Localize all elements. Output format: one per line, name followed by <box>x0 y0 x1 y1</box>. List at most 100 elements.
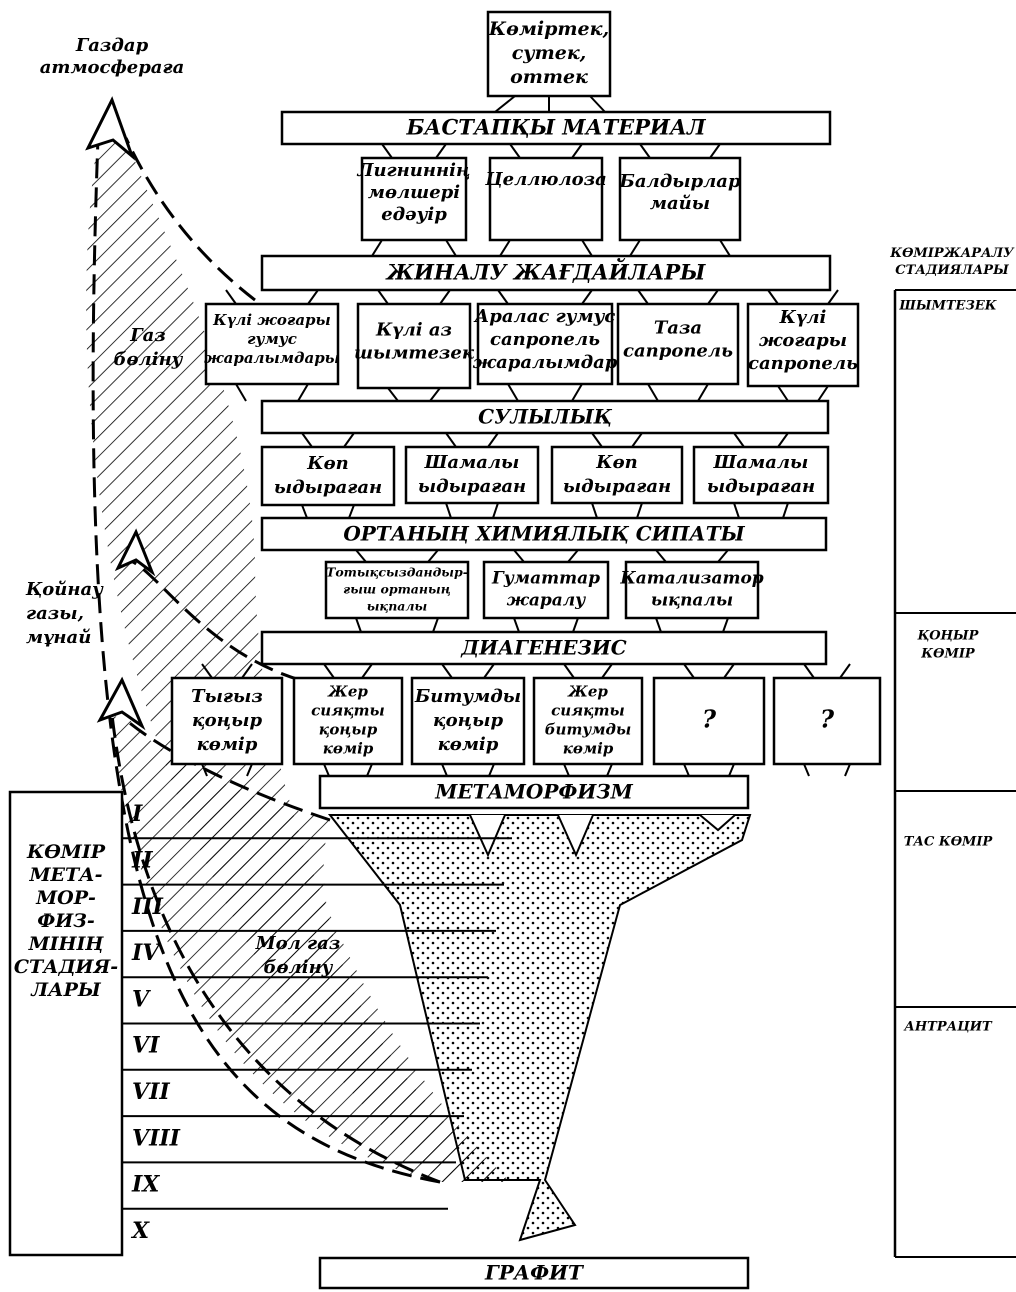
source-material-bar-label: БАСТАПҚЫ МАТЕРИАЛ <box>405 115 707 140</box>
metamorphism-stages-title: МОР- <box>35 887 96 909</box>
watering-bar-label: СУЛЫЛЫҚ <box>478 405 613 429</box>
decomposition-box-label: ыдыраған <box>707 476 815 497</box>
accumulation-box-label: Күлі <box>779 307 827 328</box>
abundant-gas-release-label: бөліну <box>264 957 334 978</box>
metamorphism-stage-label: IX <box>131 1172 160 1198</box>
material-box-label: Целлюлоза <box>484 169 607 190</box>
left-stage-panel <box>8 790 512 1257</box>
accumulation-box-label: жаралымдары <box>204 349 340 367</box>
coal-type-box <box>170 676 284 766</box>
accumulation-box-label: жаралымдар <box>473 352 618 373</box>
source-material-bar <box>280 110 832 146</box>
metamorphism-bar-label: МЕТАМОРФИЗМ <box>434 780 633 804</box>
chemistry-box-label: ықпалы <box>651 591 733 611</box>
accumulation-box-label: Таза <box>654 318 702 339</box>
decomposition-box-label: Көп <box>595 452 637 473</box>
coal-formation-stage-label: ШЫМТЕЗЕК <box>898 299 996 314</box>
coal-type-box <box>772 676 882 766</box>
gas-release-label: бөліну <box>114 349 184 370</box>
metamorphism-stage-label: II <box>131 847 153 873</box>
material-box <box>360 156 468 242</box>
coal-type-box-label: ? <box>820 705 835 734</box>
chemistry-box <box>324 560 470 620</box>
arrow-up-icon <box>114 528 156 577</box>
decomposition-box-label: ыдыраған <box>563 476 671 497</box>
source-elements-label: Көміртек, <box>488 18 609 40</box>
material-box-label: едәуір <box>381 204 447 225</box>
right-stage-panel <box>893 289 1016 1258</box>
material-box-label: мөлшері <box>368 182 460 203</box>
connector-lines <box>201 95 851 777</box>
coal-type-box <box>652 676 766 766</box>
metamorphism-bar <box>318 774 750 810</box>
metamorphism-stage-label: VIII <box>132 1125 181 1151</box>
coal-type-box-label: қоңыр <box>319 721 378 739</box>
chemistry-box-label: Катализатор <box>619 569 763 589</box>
coal-type-box-label: қоңыр <box>433 710 503 731</box>
coal-type-box-label: Тығыз <box>191 686 263 707</box>
gas-release-region-lower <box>110 715 510 1182</box>
coal-type-box-label: ? <box>702 705 717 734</box>
bed-gas-oil-label: мұнай <box>26 627 91 648</box>
decomposition-box <box>550 445 684 505</box>
diagenesis-bar-label: ДИАГЕНЕЗИС <box>460 636 626 660</box>
coal-type-box-label: Битумды <box>414 686 521 707</box>
chemistry-box-label: ғыш ортаның <box>343 582 451 597</box>
metamorphism-funnel <box>327 814 752 1242</box>
coal-type-box <box>292 676 404 766</box>
metamorphism-stages-title: СТАДИЯ- <box>14 956 118 978</box>
accumulation-box-label: жоғары <box>759 330 847 351</box>
coal-formation-stage-label: АНТРАЦИТ <box>903 1020 993 1035</box>
accumulation-box-label: сапропель <box>490 329 600 350</box>
metamorphism-stage-label: VI <box>132 1033 160 1059</box>
coal-type-box-label: сияқты <box>551 702 625 720</box>
arrow-up-icon <box>96 676 146 731</box>
material-box <box>488 156 604 242</box>
bed-gas-oil-label: Қойнау <box>25 579 104 600</box>
decomposition-box-label: ыдыраған <box>418 476 526 497</box>
chemistry-box-label: жаралу <box>507 591 587 611</box>
accumulation-box <box>356 302 472 390</box>
metamorphism-stages-title: МІНІҢ <box>28 933 105 955</box>
gas-to-atmosphere-label: Газдар <box>75 35 149 56</box>
chemistry-box-label: Гуматтар <box>491 569 600 589</box>
chemistry-bar <box>260 516 828 552</box>
accumulation-box <box>476 302 614 386</box>
accumulation-conditions-bar-label: ЖИНАЛУ ЖАҒДАЙЛАРЫ <box>385 259 706 285</box>
graphite-bar <box>318 1256 750 1290</box>
decomposition-box-label: Шамалы <box>713 452 809 473</box>
diagenesis-bar <box>260 630 828 666</box>
coal-type-box-label: көмір <box>197 734 258 755</box>
material-box <box>618 156 742 242</box>
decomposition-box <box>692 445 830 505</box>
coal-type-box <box>532 676 644 766</box>
chemistry-box-label: Тотықсыздандыр- <box>326 565 468 580</box>
coal-formation-stages-title: СТАДИЯЛАРЫ <box>895 263 1009 278</box>
coal-type-box-label: көмір <box>323 740 374 758</box>
chemistry-bar-label: ОРТАНЫҢ ХИМИЯЛЫҚ СИПАТЫ <box>343 522 745 546</box>
coal-formation-stage-label: КӨМІР <box>920 647 976 662</box>
coal-type-box-label: Жер <box>567 683 608 701</box>
coal-formation-stages-title: КӨМІРЖАРАЛУ <box>889 246 1015 261</box>
material-box-label: майы <box>650 193 710 214</box>
accumulation-conditions-bar <box>260 254 832 292</box>
metamorphism-stage-label: X <box>130 1218 150 1244</box>
coal-formation-stage-label: ҚОҢЫР <box>917 629 980 644</box>
accumulation-box-label: Күлі аз <box>375 320 452 341</box>
metamorphism-stages-title: КӨМІР <box>26 841 106 863</box>
metamorphism-stage-label: I <box>131 801 143 827</box>
metamorphism-stage-label: V <box>132 986 151 1012</box>
accumulation-box <box>616 302 740 386</box>
coal-type-box <box>410 676 526 766</box>
metamorphism-stage-label: IV <box>131 940 161 966</box>
abundant-gas-release-label: Мол газ <box>255 933 341 954</box>
metamorphism-stage-label: VII <box>132 1079 170 1105</box>
source-elements-label: оттек <box>510 66 588 88</box>
accumulation-box-label: сапропель <box>623 341 733 362</box>
coal-type-box-label: көмір <box>438 734 499 755</box>
bed-gas-oil-label: газы, <box>26 603 84 624</box>
decomposition-box-label: Көп <box>306 453 348 474</box>
metamorphism-stages-title: МЕТА- <box>28 864 102 886</box>
accumulation-box-label: гумус <box>247 330 297 348</box>
